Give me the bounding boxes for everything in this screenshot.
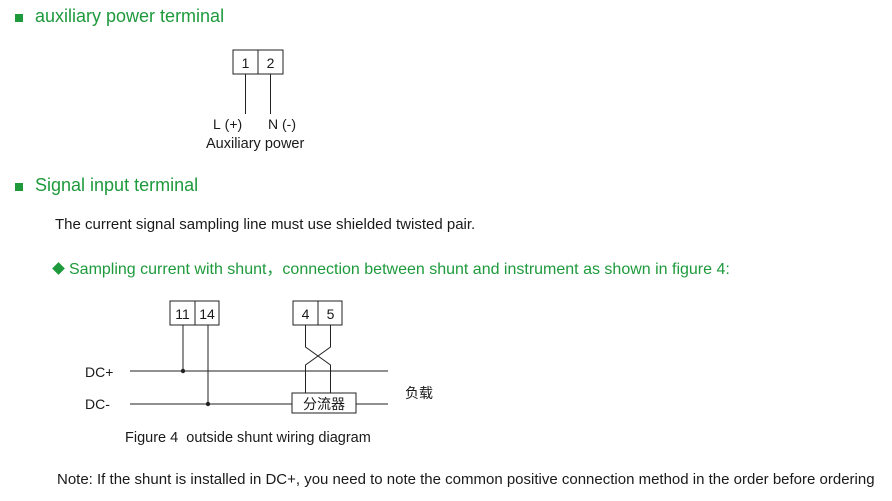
twisted-wire-4 <box>305 325 331 393</box>
shunt-box <box>291 392 357 414</box>
junction-dc-plus <box>180 368 186 374</box>
signal-note: The current signal sampling line must us… <box>55 216 476 233</box>
aux-power-heading: auxiliary power terminal <box>35 6 225 26</box>
aux-pin-2: 2 <box>267 55 275 71</box>
section-bullet-icon <box>15 183 23 191</box>
twisted-wire-5 <box>305 325 331 393</box>
aux-n-label: N (-) <box>268 116 296 132</box>
signal-input-heading: Signal input terminal <box>35 175 199 195</box>
figure4-caption: Figure 4 outside shunt wiring diagram <box>125 430 371 446</box>
shunt-subheading: Sampling current with shunt，connection b… <box>50 255 730 279</box>
pin-5: 5 <box>327 306 335 322</box>
shunt-wiring-diagram: 11 14 4 5 DC+ DC- 分流器 负载 Figure 4 outsid… <box>85 300 433 446</box>
diamond-bullet-icon <box>52 262 65 275</box>
pin-4: 4 <box>302 306 310 322</box>
dc-plus-label: DC+ <box>85 364 113 380</box>
footer-note: Note: If the shunt is installed in DC+, … <box>57 471 875 488</box>
aux-l-label: L (+) <box>213 116 242 132</box>
section-bullet-icon <box>15 14 23 22</box>
pin-11: 11 <box>175 306 190 322</box>
aux-pin-1: 1 <box>242 55 250 71</box>
shunt-label: 分流器 <box>303 396 345 412</box>
aux-power-caption: Auxiliary power <box>206 136 304 152</box>
shunt-subheading-text: Sampling current with shunt，connection b… <box>69 261 730 278</box>
dc-minus-label: DC- <box>85 396 110 412</box>
pin-14: 14 <box>199 306 215 322</box>
aux-power-diagram: 1 2 L (+) N (-) Auxiliary power <box>206 49 304 152</box>
load-label: 负载 <box>405 385 433 401</box>
junction-dc-minus <box>205 401 211 407</box>
